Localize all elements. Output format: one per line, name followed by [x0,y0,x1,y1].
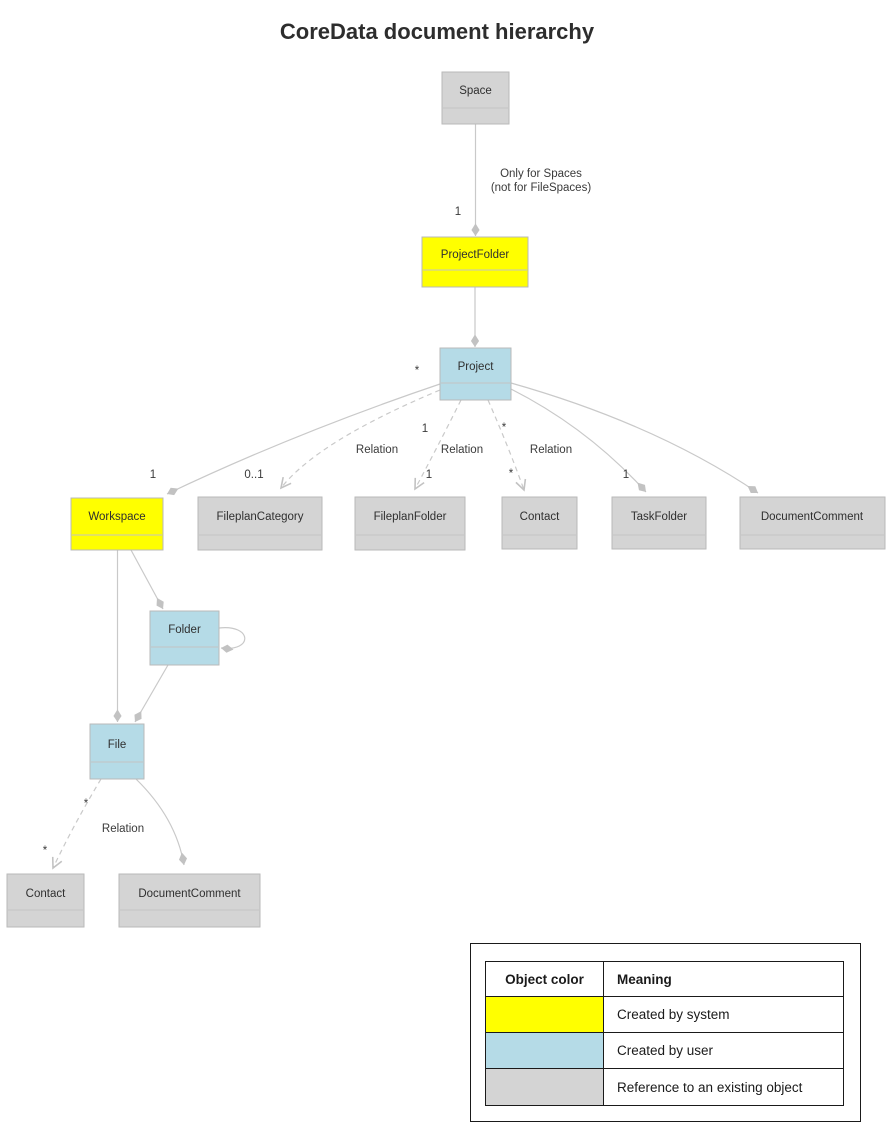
note-only-for-spaces: Only for Spaces [500,168,582,180]
contact-row-box [501,496,578,550]
contact-bottom-label: Contact [26,888,66,900]
workspace-label: Workspace [88,511,145,523]
folder-label: Folder [168,624,201,636]
documentcomment-row-label: DocumentComment [761,511,864,523]
relation-label-1: Relation [356,444,398,456]
relation-label-file-contact: Relation [102,823,144,835]
taskfolder-label: TaskFolder [631,511,687,523]
node-documentcomment-bottom: DocumentComment [118,873,261,928]
workspace-box [70,497,164,551]
node-contact-bottom: Contact [6,873,85,928]
mult-fileplanfolder-dst: 1 [426,469,432,481]
legend-swatch-system [485,996,604,1033]
fileplanfolder-box [354,496,466,551]
node-workspace: Workspace [70,497,164,551]
mult-contact-src: * [502,422,507,434]
legend-panel: Object color Meaning Created by system C… [470,943,861,1122]
mult-project-taskfolder: 1 [623,469,629,481]
legend-header-row: Object color Meaning [485,961,844,997]
note-not-for-filespaces: (not for FileSpaces) [491,182,592,194]
relation-label-2: Relation [441,444,483,456]
edge-folder-file [134,664,169,723]
mult-fileplanfolder-src: 1 [422,423,428,435]
projectfolder-box [421,236,529,288]
legend-table: Object color Meaning Created by system C… [485,961,844,1106]
legend-swatch-user [485,1032,604,1069]
edge-project-workspace [166,383,441,496]
project-label: Project [458,361,495,373]
legend-header-meaning: Meaning [603,961,844,997]
node-taskfolder: TaskFolder [611,496,707,550]
node-documentcomment-row: DocumentComment [739,496,886,550]
legend-meaning-reference: Reference to an existing object [603,1068,844,1106]
contact-row-label: Contact [520,511,560,523]
node-folder: Folder [149,610,220,666]
legend-meaning-user: Created by user [603,1032,844,1069]
folder-box [149,610,220,666]
fileplancategory-label: FileplanCategory [217,511,304,523]
fileplancategory-box [197,496,323,551]
documentcomment-bottom-box [118,873,261,928]
edge-project-documentcomment [510,382,759,494]
node-file: File [89,723,145,780]
edge-workspace-folder [130,549,164,610]
mult-projectfolder-project: * [415,365,420,377]
projectfolder-label: ProjectFolder [441,249,510,261]
contact-bottom-box [6,873,85,928]
node-fileplanfolder: FileplanFolder [354,496,466,551]
node-space: Space [441,71,510,125]
documentcomment-row-box [739,496,886,550]
mult-file-contact-src: * [84,798,89,810]
file-label: File [108,739,127,751]
node-contact-row: Contact [501,496,578,550]
edge-project-taskfolder [510,388,647,493]
space-box [441,71,510,125]
taskfolder-box [611,496,707,550]
legend-row-reference: Reference to an existing object [485,1068,844,1106]
mult-space-projectfolder: 1 [455,206,461,218]
edge-project-fileplancategory [279,389,441,490]
project-box [439,347,512,401]
fileplanfolder-label: FileplanFolder [374,511,447,523]
file-box [89,723,145,780]
node-project: Project [439,347,512,401]
node-fileplancategory: FileplanCategory [197,496,323,551]
page-title: CoreData document hierarchy [280,19,595,44]
node-projectfolder: ProjectFolder [421,236,529,288]
edge-file-documentcomment [135,778,188,866]
legend-header-object-color: Object color [485,961,604,997]
edge-file-contact [51,778,102,870]
legend-row-system: Created by system [485,996,844,1033]
mult-contact-dst: * [509,468,514,480]
edge-project-contact [487,399,527,492]
edge-folder-self-loop [218,627,246,653]
mult-file-contact-dst: * [43,845,48,857]
legend-swatch-reference [485,1068,604,1106]
mult-project-workspace: 1 [150,469,156,481]
mult-project-fileplancategory: 0..1 [244,469,263,481]
legend-meaning-system: Created by system [603,996,844,1033]
relation-label-3: Relation [530,444,572,456]
edge-project-fileplanfolder [414,399,462,491]
documentcomment-bottom-label: DocumentComment [138,888,241,900]
space-label: Space [459,85,492,97]
legend-row-user: Created by user [485,1032,844,1069]
